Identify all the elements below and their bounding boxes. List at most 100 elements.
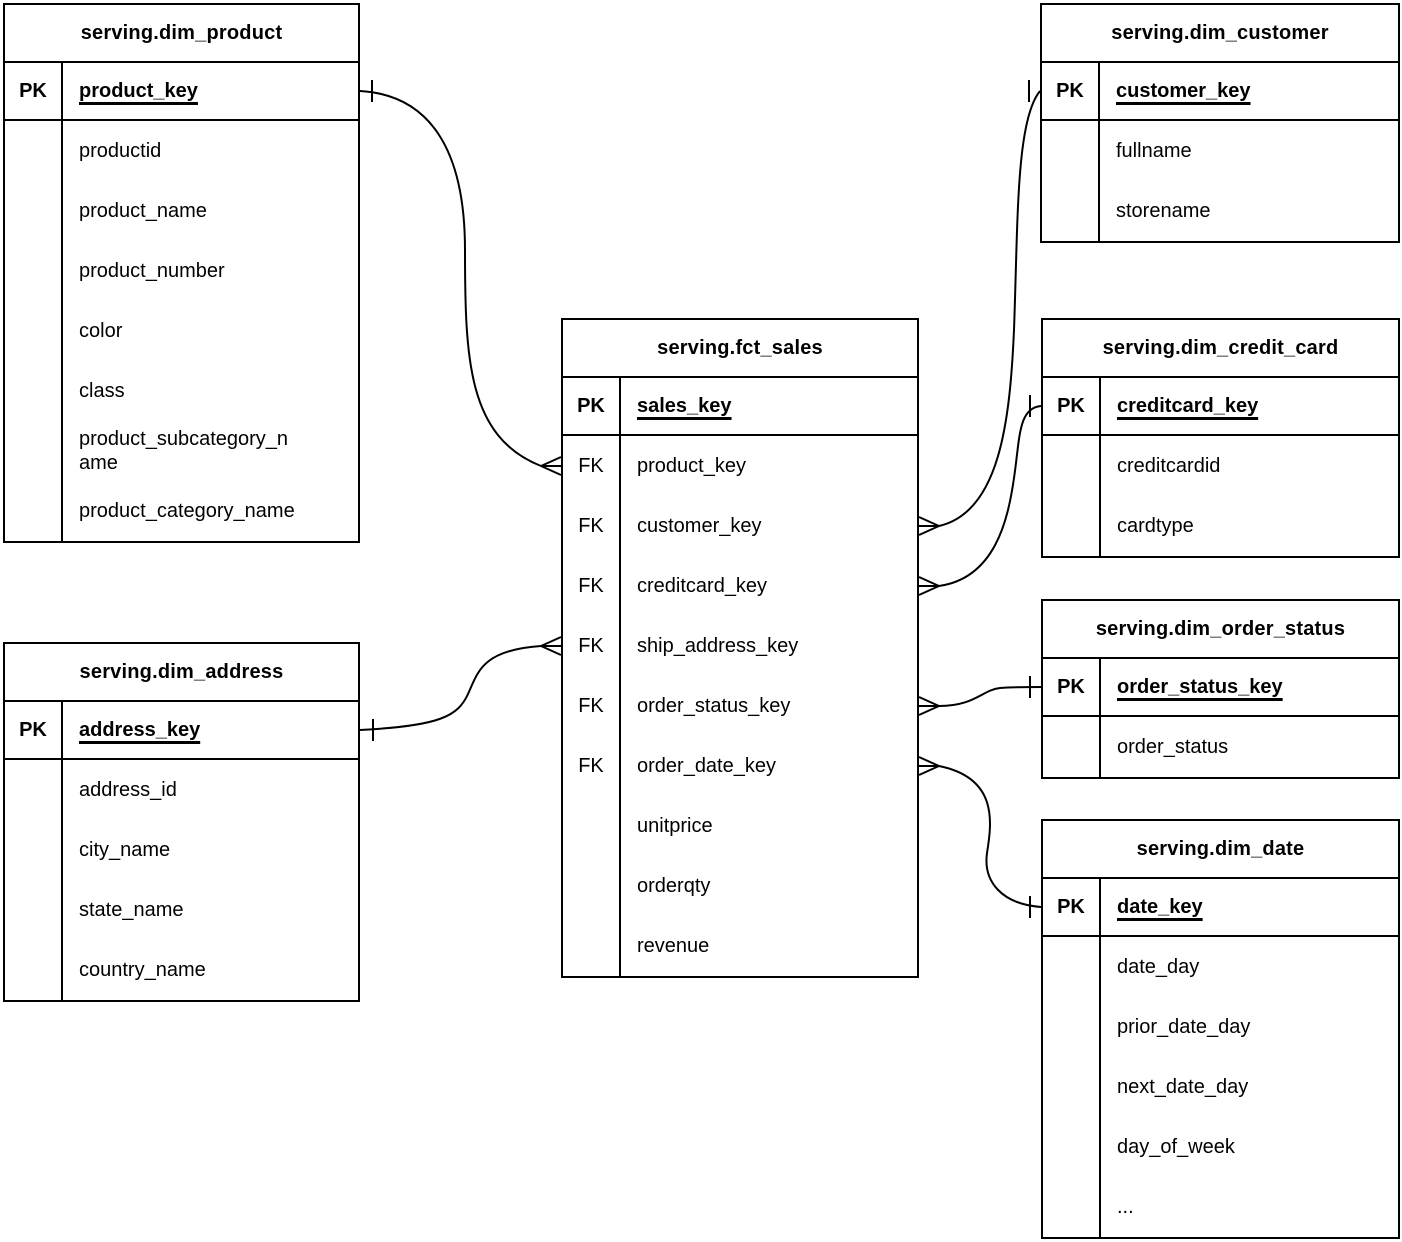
pk-row: PK sales_key xyxy=(563,378,917,436)
field-name: address_id xyxy=(79,778,177,801)
field-row: product_number xyxy=(5,241,358,301)
field-badge xyxy=(1042,181,1100,241)
field-row: fullname xyxy=(1042,121,1398,181)
field-name: product_subcategory_name xyxy=(63,421,358,481)
field-name: order_date_key xyxy=(637,754,776,777)
field-row: product_name xyxy=(5,181,358,241)
pk-field-name: product_key xyxy=(79,79,198,102)
field-name: fullname xyxy=(1116,139,1192,162)
field-row: FK creditcard_key xyxy=(563,556,917,616)
crow-foot-icon xyxy=(540,636,562,656)
field-name: product_category_name xyxy=(79,499,295,522)
field-name-text: product_subcategory_name xyxy=(79,428,289,474)
field-name: product_name xyxy=(79,199,207,222)
fk-badge: FK xyxy=(563,436,621,496)
field-row: creditcardid xyxy=(1043,436,1398,496)
field-badge xyxy=(1043,1177,1101,1237)
field-badge xyxy=(5,481,63,541)
field-row: orderqty xyxy=(563,856,917,916)
table-dim-date: serving.dim_date PK date_key date_day pr… xyxy=(1041,819,1400,1239)
fk-badge: FK xyxy=(563,496,621,556)
field-badge xyxy=(563,916,621,976)
table-title: serving.dim_date xyxy=(1043,821,1398,879)
field-badge xyxy=(5,181,63,241)
field-row: FK order_date_key xyxy=(563,736,917,796)
table-title: serving.dim_credit_card xyxy=(1043,320,1398,378)
pk-row: PK customer_key xyxy=(1042,63,1398,121)
field-row: color xyxy=(5,301,358,361)
field-badge xyxy=(5,421,63,481)
field-name: order_status_key xyxy=(637,694,791,717)
relationship-product xyxy=(359,80,562,476)
field-name: unitprice xyxy=(637,814,713,837)
field-badge xyxy=(1043,1057,1101,1117)
field-row: class xyxy=(5,361,358,421)
field-badge xyxy=(5,241,63,301)
field-badge xyxy=(5,301,63,361)
table-fct-sales: serving.fct_sales PK sales_key FK produc… xyxy=(561,318,919,978)
pk-badge: PK xyxy=(563,378,621,434)
field-name: class xyxy=(79,379,125,402)
field-name: customer_key xyxy=(637,514,762,537)
field-row: day_of_week xyxy=(1043,1117,1398,1177)
field-row: FK order_status_key xyxy=(563,676,917,736)
field-row: product_category_name xyxy=(5,481,358,541)
field-badge xyxy=(5,361,63,421)
field-name: storename xyxy=(1116,199,1211,222)
field-row: address_id xyxy=(5,760,358,820)
relationship-line xyxy=(938,90,1041,527)
relationship-address xyxy=(359,636,562,741)
field-name: product_number xyxy=(79,259,225,282)
table-dim-order-status: serving.dim_order_status PK order_status… xyxy=(1041,599,1400,779)
relationship-credit-card xyxy=(918,395,1042,596)
table-title: serving.dim_order_status xyxy=(1043,601,1398,659)
field-badge xyxy=(1043,997,1101,1057)
field-name: prior_date_day xyxy=(1117,1015,1251,1038)
relationship-line xyxy=(938,405,1042,587)
field-name: productid xyxy=(79,139,162,162)
field-badge xyxy=(1043,937,1101,997)
field-name: color xyxy=(79,319,123,342)
field-row: prior_date_day xyxy=(1043,997,1398,1057)
field-row: state_name xyxy=(5,880,358,940)
field-name: date_day xyxy=(1117,955,1200,978)
field-badge xyxy=(5,820,63,880)
field-name: creditcardid xyxy=(1117,454,1221,477)
fk-badge: FK xyxy=(563,676,621,736)
field-row: country_name xyxy=(5,940,358,1000)
field-badge xyxy=(1042,121,1100,181)
field-name: next_date_day xyxy=(1117,1075,1249,1098)
field-badge xyxy=(1043,1117,1101,1177)
crow-foot-icon xyxy=(918,516,940,536)
fk-badge: FK xyxy=(563,616,621,676)
field-row: order_status xyxy=(1043,717,1398,777)
field-row: FK ship_address_key xyxy=(563,616,917,676)
table-dim-credit-card: serving.dim_credit_card PK creditcard_ke… xyxy=(1041,318,1400,558)
pk-badge: PK xyxy=(5,63,63,119)
field-badge xyxy=(563,856,621,916)
field-name-ellipsis: ... xyxy=(1117,1195,1134,1218)
field-name: order_status xyxy=(1117,735,1229,758)
field-badge xyxy=(563,796,621,856)
fk-badge: FK xyxy=(563,556,621,616)
field-name: creditcard_key xyxy=(637,574,768,597)
field-name: product_key xyxy=(637,454,746,477)
field-row: product_subcategory_name xyxy=(5,421,358,481)
field-row: date_day xyxy=(1043,937,1398,997)
field-badge xyxy=(1043,436,1101,496)
crow-foot-icon xyxy=(918,756,940,776)
pk-row: PK product_key xyxy=(5,63,358,121)
table-title: serving.fct_sales xyxy=(563,320,917,378)
field-row: productid xyxy=(5,121,358,181)
relationship-line xyxy=(359,90,542,467)
pk-field-name: sales_key xyxy=(637,394,732,417)
table-title: serving.dim_product xyxy=(5,5,358,63)
field-badge xyxy=(5,880,63,940)
crow-foot-icon xyxy=(918,576,940,596)
pk-field-name: creditcard_key xyxy=(1117,394,1259,417)
fk-badge: FK xyxy=(563,736,621,796)
relationship-customer xyxy=(918,80,1041,536)
field-name: orderqty xyxy=(637,874,711,897)
